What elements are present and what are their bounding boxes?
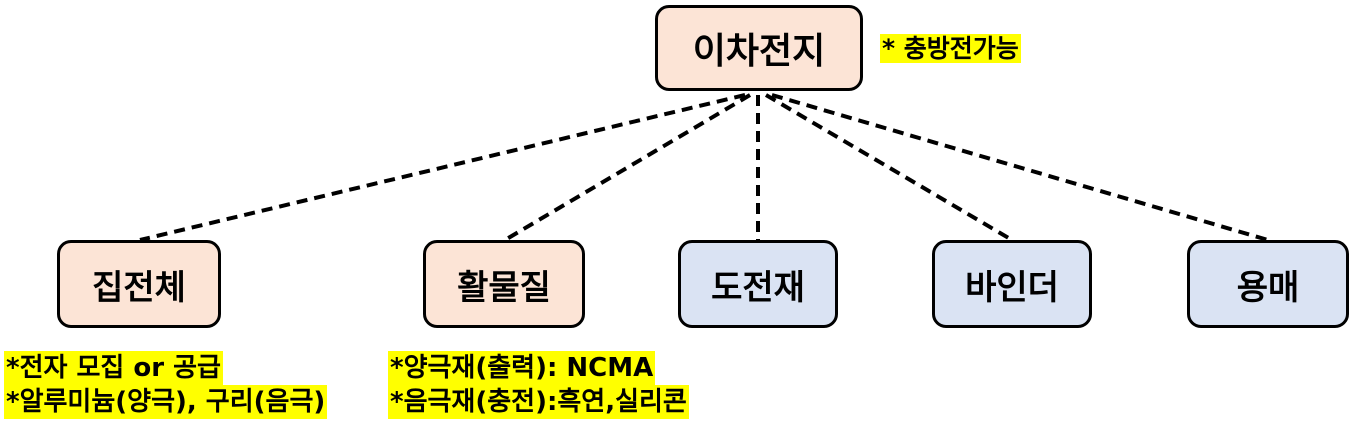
root-note-text: * 충방전가능 <box>880 34 1021 63</box>
current-collector-notes: *전자 모집 or 공급 *알루미늄(양극), 구리(음극) <box>4 351 328 419</box>
child-node-label: 활물질 <box>457 267 551 308</box>
child-node-solvent: 용매 <box>1187 240 1349 328</box>
root-note: * 충방전가능 <box>880 32 1021 66</box>
child-node-label: 용매 <box>1236 267 1300 308</box>
note-line: *음극재(충전):흑연,실리콘 <box>388 385 689 419</box>
note-line: *전자 모집 or 공급 <box>4 351 223 385</box>
child-node-active-material: 활물질 <box>423 240 585 328</box>
active-material-notes: *양극재(출력): NCMA *음극재(충전):흑연,실리콘 <box>388 351 689 419</box>
root-node-label: 이차전지 <box>692 31 826 72</box>
connector-root-to-current-collector <box>139 93 746 242</box>
child-node-conductive-agent: 도전재 <box>678 240 838 328</box>
note-line: *양극재(출력): NCMA <box>388 351 656 385</box>
root-node-secondary-battery: 이차전지 <box>655 5 863 91</box>
note-line: *알루미늄(양극), 구리(음극) <box>4 385 328 419</box>
connector-root-to-solvent <box>771 93 1269 242</box>
connector-root-to-binder <box>764 93 1014 242</box>
connector-root-to-active-material <box>503 93 752 242</box>
child-node-label: 도전재 <box>711 267 805 308</box>
child-node-current-collector: 집전체 <box>57 240 221 328</box>
child-node-binder: 바인더 <box>932 240 1092 328</box>
child-node-label: 집전체 <box>92 267 186 308</box>
child-node-label: 바인더 <box>965 267 1059 308</box>
